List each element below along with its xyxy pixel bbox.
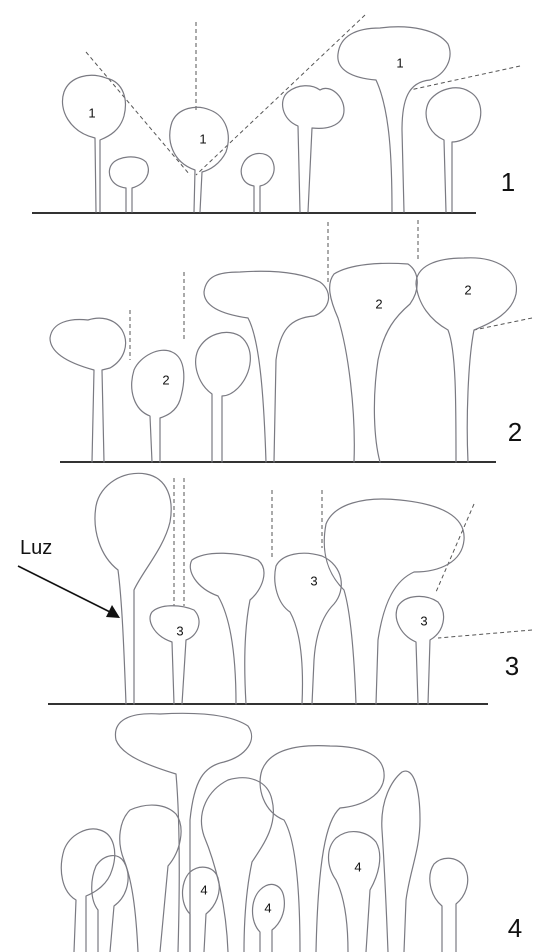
tree <box>183 867 220 952</box>
panel-number: 2 <box>508 417 522 447</box>
tree <box>62 75 125 212</box>
tree <box>330 263 418 462</box>
tree <box>95 473 171 704</box>
light-ray <box>474 318 532 330</box>
panel-number: 1 <box>501 167 515 197</box>
tree <box>196 332 251 462</box>
tree <box>329 832 380 952</box>
tree <box>201 778 273 952</box>
panel-2: 2 2 2 2 <box>50 220 532 462</box>
tree-label: 2 <box>464 282 471 297</box>
tree-label: 4 <box>354 859 361 874</box>
tree <box>241 153 274 212</box>
tree <box>382 771 420 952</box>
light-ray <box>196 15 365 175</box>
tree <box>120 805 181 952</box>
tree-label: 3 <box>420 613 427 628</box>
tree <box>150 606 199 704</box>
light-ray <box>410 66 520 90</box>
tree <box>275 553 342 704</box>
tree-label: 1 <box>396 55 403 70</box>
tree <box>61 829 114 952</box>
tree <box>204 271 329 462</box>
light-ray <box>438 630 532 638</box>
tree-label: 2 <box>162 372 169 387</box>
tree-label: 3 <box>176 623 183 638</box>
luz-label: Luz <box>20 537 52 559</box>
luz-arrow <box>18 566 114 614</box>
panel-4: 4 4 4 4 <box>61 713 522 952</box>
tree <box>190 553 264 704</box>
tree-label: 3 <box>310 573 317 588</box>
tree <box>324 499 464 704</box>
panel-1: 1 1 1 1 <box>32 15 520 213</box>
tree <box>426 88 481 212</box>
tree-label: 2 <box>375 296 382 311</box>
tree <box>430 858 468 952</box>
light-ray <box>86 52 190 175</box>
tree <box>253 884 285 952</box>
tree-label: 1 <box>199 131 206 146</box>
tree <box>170 107 228 212</box>
panel-number: 3 <box>505 651 519 681</box>
panel-number: 4 <box>508 913 522 943</box>
tree <box>283 86 344 212</box>
tree <box>260 746 384 952</box>
panel-3: 3 3 3 3 Luz <box>18 473 532 704</box>
tree <box>132 350 184 462</box>
tree <box>50 318 126 462</box>
tree-label: 1 <box>88 105 95 120</box>
tree <box>338 27 450 212</box>
tree-label: 4 <box>200 882 207 897</box>
tree-label: 4 <box>264 900 271 915</box>
tree <box>92 856 128 952</box>
tree <box>109 157 148 212</box>
